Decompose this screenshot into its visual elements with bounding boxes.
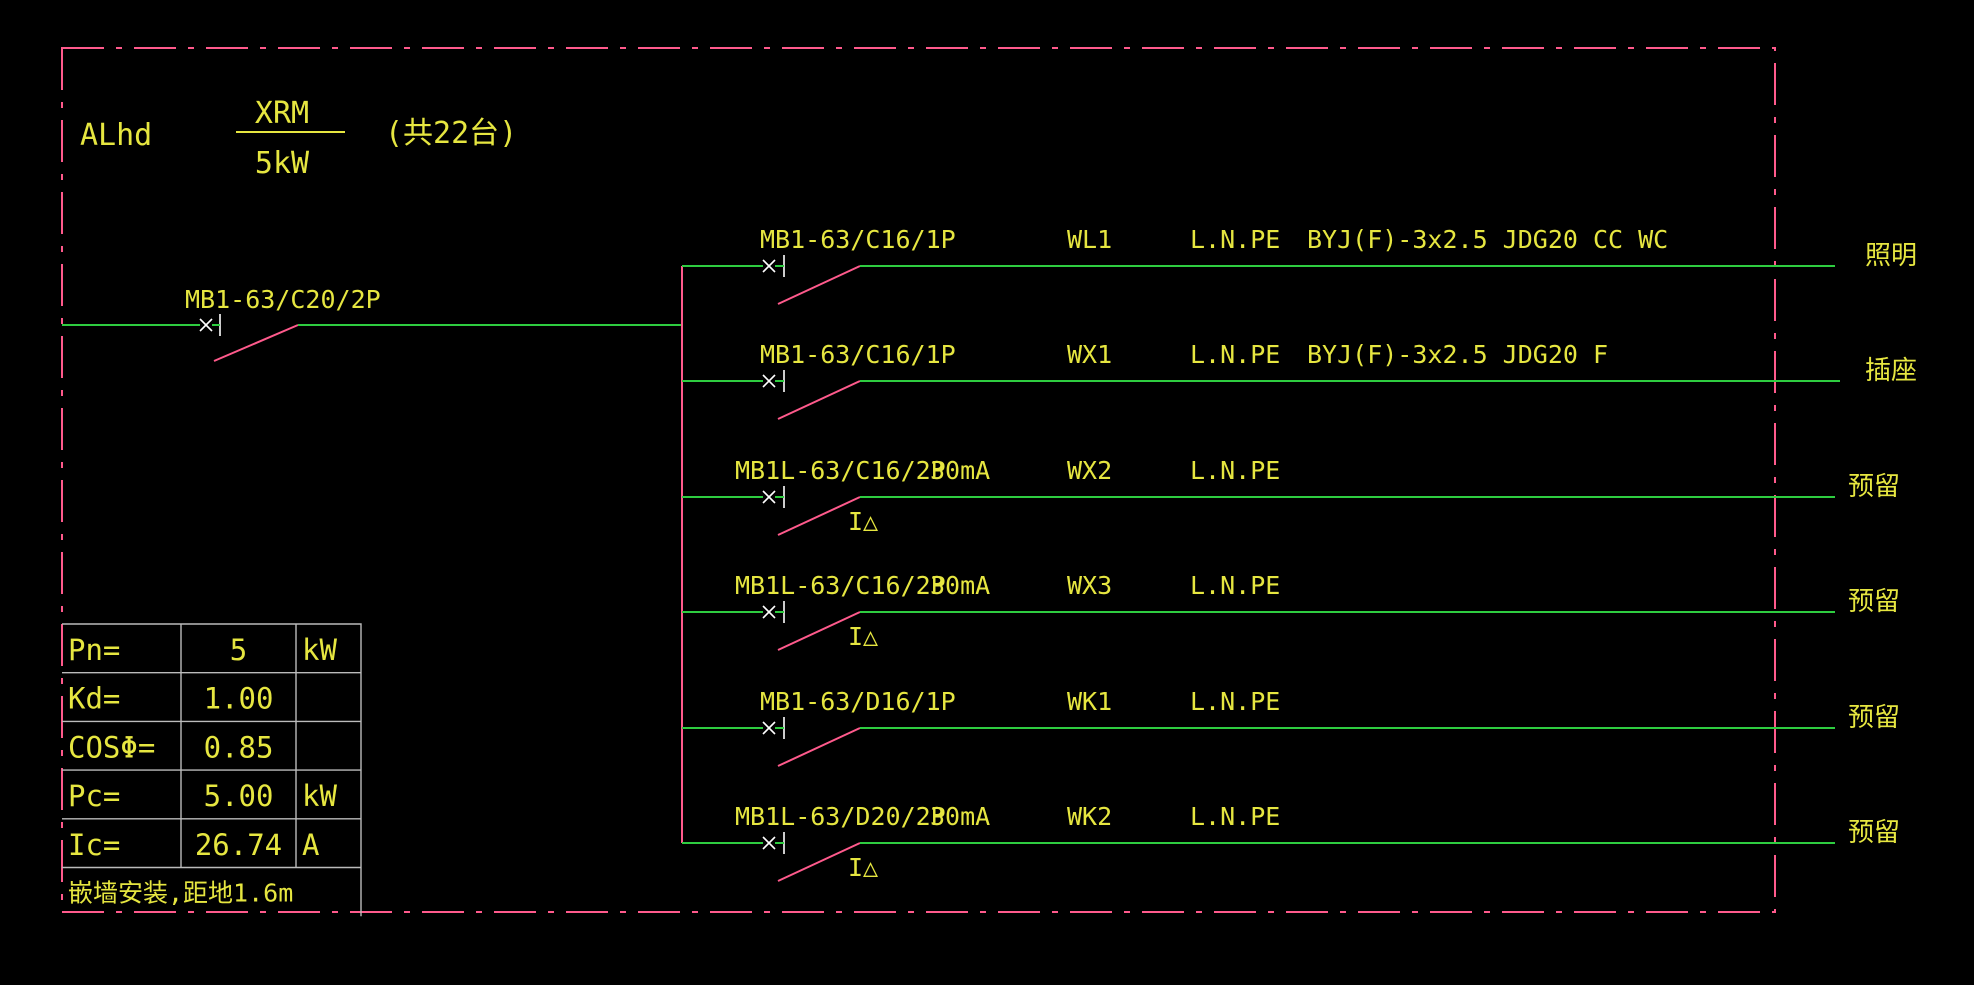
circuit-destination: 照明 [1865,241,1917,271]
breaker-label: MB1-63/C16/1P [760,340,956,369]
table-value: 1.00 [204,682,274,716]
circuit-destination: 预留 [1848,703,1900,733]
rcd-rating: 30mA [930,456,990,485]
breaker-cross-icon [762,721,776,735]
table-value: 5.00 [204,779,274,813]
cable-spec: BYJ(F)-3x2.5 JDG20 CC WC [1307,225,1668,254]
panel-code: ALhd [80,118,152,153]
circuit-phases: L.N.PE [1190,225,1280,254]
breaker-blade [777,496,861,536]
circuit-number: WX2 [1067,456,1112,485]
breaker-cross-icon [762,605,776,619]
panel-power: 5kW [255,146,310,181]
circuit-phases: L.N.PE [1190,687,1280,716]
panel-quantity: (共22台) [385,116,517,151]
breaker-label: MB1L-63/C16/2P [735,571,946,600]
breaker-blade [777,611,861,651]
circuit-phases: L.N.PE [1190,340,1280,369]
circuit-number: WX1 [1067,340,1112,369]
table-unit: kW [302,779,337,813]
cable-spec: BYJ(F)-3x2.5 JDG20 F [1307,340,1608,369]
circuit-phases: L.N.PE [1190,571,1280,600]
breaker-blade [777,265,861,305]
residual-current-icon: I△ [848,622,878,651]
circuit-destination: 插座 [1865,356,1917,386]
table-value: 26.74 [195,828,282,862]
circuit-destination: 预留 [1848,818,1900,848]
circuit-phases: L.N.PE [1190,456,1280,485]
breaker-label: MB1L-63/C16/2P [735,456,946,485]
breaker-cross-icon [762,374,776,388]
breaker-blade [777,727,861,767]
breaker-cross-icon [762,259,776,273]
panel-type: XRM [255,96,309,131]
table-label: Kd= [68,682,120,716]
residual-current-icon: I△ [848,853,878,882]
breaker-cross-icon [762,490,776,504]
circuit-row: MB1-63/C16/1P WL1 L.N.PE BYJ(F)-3x2.5 JDG20… [682,225,1917,305]
circuit-destination: 预留 [1848,587,1900,617]
table-label: Pn= [68,633,120,667]
circuit-phases: L.N.PE [1190,802,1280,831]
breaker-label: MB1-63/D16/1P [760,687,956,716]
circuit-row: MB1-63/D16/1P WK1 L.N.PE 预留 [682,687,1900,767]
table-value: 0.85 [204,730,274,764]
circuit-number: WL1 [1067,225,1112,254]
circuit-number: WK1 [1067,687,1112,716]
main-breaker-cross-icon [199,318,213,332]
circuit-destination: 预留 [1848,472,1900,502]
table-unit: A [302,828,319,862]
circuit-number: WK2 [1067,802,1112,831]
table-unit: kW [302,633,337,667]
residual-current-icon: I△ [848,507,878,536]
table-value: 5 [230,633,247,667]
breaker-label: MB1-63/C16/1P [760,225,956,254]
rcd-rating: 30mA [930,571,990,600]
table-label: Pc= [68,779,120,813]
main-breaker-label: MB1-63/C20/2P [185,285,381,314]
rcd-rating: 30mA [930,802,990,831]
table-label: Ic= [68,828,120,862]
breaker-blade [777,842,861,882]
main-breaker-blade [213,324,299,362]
installation-note: 嵌墙安装,距地1.6m [68,879,293,908]
circuit-row: MB1-63/C16/1P WX1 L.N.PE BYJ(F)-3x2.5 JDG20… [682,340,1917,420]
circuit-number: WX3 [1067,571,1112,600]
breaker-cross-icon [762,836,776,850]
breaker-blade [777,380,861,420]
breaker-label: MB1L-63/D20/2P [735,802,946,831]
table-label: COSΦ= [68,730,155,764]
